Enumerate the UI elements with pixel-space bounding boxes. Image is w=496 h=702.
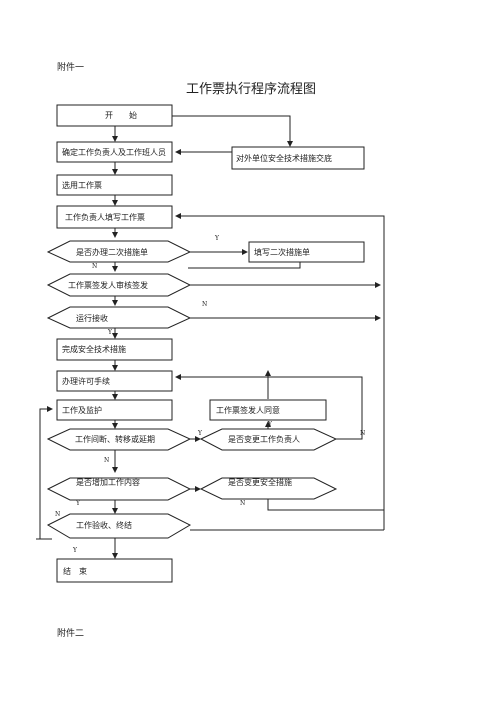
node-start-label: 开 始 (105, 110, 137, 120)
attachment-label-bottom: 附件二 (57, 629, 85, 639)
node-complete-label: 完成安全技术措施 (62, 344, 126, 354)
node-work-label: 工作及监护 (62, 405, 102, 415)
edge-label-finish-no: N (55, 511, 60, 518)
node-change-measures: 是否变更安全措施 (199, 477, 338, 500)
edge-label-interrupt-yes: Y (197, 430, 203, 437)
node-end: 结 束 (56, 558, 173, 583)
connectors (36, 115, 385, 559)
edge-label-accept-yes: Y (107, 329, 113, 336)
node-permit: 办理许可手续 (56, 370, 173, 392)
node-write-second-label: 填写二次措施单 (254, 247, 310, 257)
node-add-content-label: 是否增加工作内容 (76, 477, 140, 487)
node-accept: 运行接收 (46, 306, 192, 329)
edge-label-add-yes: Y (75, 500, 81, 507)
node-external: 对外单位安全技术措施交底 (231, 146, 365, 170)
node-write-second: 填写二次措施单 (248, 241, 365, 263)
edge-label-second-yes: Y (214, 235, 220, 242)
node-finish-check: 工作验收、终结 (46, 513, 192, 539)
edge-label-measures-no: N (240, 500, 245, 507)
node-select: 选用工作票 (56, 174, 173, 196)
node-start: 开 始 (56, 104, 173, 127)
edge-label-finish-yes: Y (72, 547, 78, 554)
node-issuer-agree-label: 工作票签发人同意 (216, 405, 280, 415)
node-external-label: 对外单位安全技术措施交底 (236, 153, 332, 163)
node-fill-label: 工作负责人填写工作票 (65, 212, 145, 222)
node-confirm: 确定工作负责人及工作班人员 (56, 141, 173, 163)
node-change-leader-label: 是否变更工作负责人 (228, 434, 300, 444)
node-change-measures-label: 是否变更安全措施 (228, 477, 292, 487)
node-need-second-label: 是否办理二次措施单 (76, 247, 148, 257)
node-end-label: 结 束 (63, 566, 87, 576)
edge-label-accept-no: N (202, 301, 207, 308)
node-complete: 完成安全技术措施 (56, 338, 173, 361)
edge-label-agree-yes: Y (267, 421, 273, 428)
node-permit-label: 办理许可手续 (62, 376, 110, 386)
attachment-label-top: 附件一 (57, 63, 85, 73)
edge-label-second-no: N (92, 263, 97, 270)
node-issuer-agree: 工作票签发人同意 (209, 399, 327, 421)
node-select-label: 选用工作票 (62, 180, 102, 190)
node-change-leader: 是否变更工作负责人 (199, 428, 338, 451)
edge-label-leader-right: N (360, 430, 365, 437)
node-work: 工作及监护 (56, 399, 173, 421)
node-need-second: 是否办理二次措施单 (46, 240, 192, 263)
node-review-label: 工作票签发人审核签发 (68, 280, 148, 290)
node-add-content: 是否增加工作内容 (46, 477, 192, 501)
node-fill: 工作负责人填写工作票 (56, 205, 173, 229)
node-accept-label: 运行接收 (76, 313, 108, 323)
edge-label-interrupt-no: N (104, 457, 109, 464)
node-finish-check-label: 工作验收、终结 (76, 520, 132, 530)
edge-labels: Y N N Y Y Y N N Y N N Y (55, 235, 365, 554)
node-review: 工作票签发人审核签发 (46, 273, 192, 297)
node-interrupt-label: 工作间断、转移或延期 (75, 434, 155, 444)
node-confirm-label: 确定工作负责人及工作班人员 (62, 147, 166, 157)
node-interrupt: 工作间断、转移或延期 (46, 428, 192, 451)
page-title: 工作票执行程序流程图 (186, 82, 317, 97)
